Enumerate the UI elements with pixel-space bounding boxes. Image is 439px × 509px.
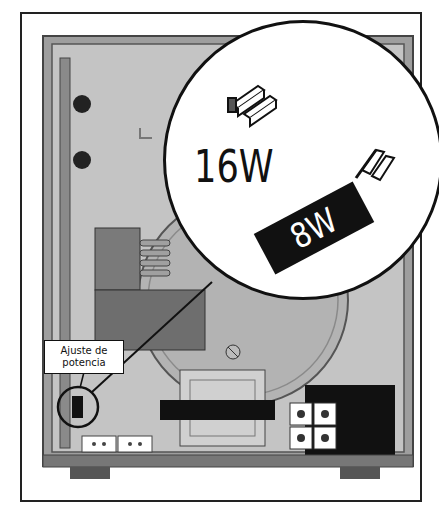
screw-slot (228, 347, 238, 357)
bracket-mark (140, 128, 152, 138)
callout-box: Ajuste de potencia (44, 340, 124, 374)
mount-hole (73, 151, 91, 169)
screw (226, 345, 240, 359)
open-jumper-pins (228, 86, 276, 126)
base-ledge (43, 455, 413, 467)
leader-line (80, 372, 84, 388)
foot (340, 467, 380, 479)
leader-line (92, 282, 212, 392)
node-magnifier: 16W8W (163, 20, 439, 300)
transformer-bar (160, 400, 275, 420)
terminal-holes (297, 410, 329, 442)
highlight-circle (58, 387, 98, 427)
foot (70, 467, 110, 479)
node-text: Ajuste de potencia (48, 345, 120, 369)
jumper-block: 8W (254, 181, 374, 274)
jumper-small (72, 396, 83, 418)
connector-fins (140, 240, 170, 276)
closed-jumper-pins (356, 150, 394, 180)
terminals (290, 403, 336, 449)
bottom-connectors (82, 436, 152, 452)
node-text: 16W (194, 141, 274, 192)
connector-pins (92, 442, 142, 446)
terminal-block (305, 385, 395, 455)
node-text: 8W (284, 199, 344, 256)
connector-block (95, 228, 140, 290)
mount-hole (73, 95, 91, 113)
